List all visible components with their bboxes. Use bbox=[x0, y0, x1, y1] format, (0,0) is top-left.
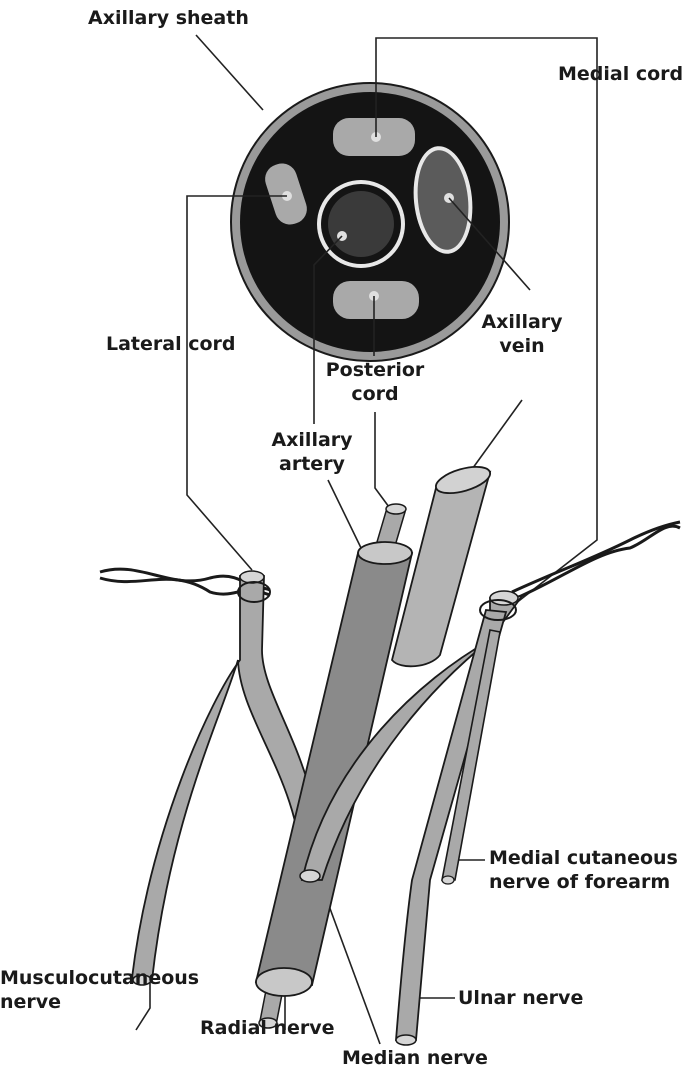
label-axillary-vein-line2: vein bbox=[472, 334, 572, 358]
label-medial-cutaneous-nerve: Medial cutaneous nerve of forearm bbox=[489, 846, 678, 894]
median-nerve-end bbox=[300, 870, 320, 882]
label-ulnar-nerve: Ulnar nerve bbox=[458, 986, 583, 1010]
label-medial-cutaneous-line2: nerve of forearm bbox=[489, 870, 678, 894]
label-posterior-cord: Posterior cord bbox=[320, 358, 430, 406]
sheath-cross-section bbox=[231, 83, 509, 361]
label-posterior-cord-line2: cord bbox=[320, 382, 430, 406]
ulnar-nerve-end bbox=[396, 1035, 416, 1045]
label-musculocutaneous-line1: Musculocutaneous bbox=[0, 966, 199, 990]
axillary-artery-bottom bbox=[256, 968, 312, 996]
vein-leader-bottom bbox=[470, 400, 522, 472]
axillary-artery-top bbox=[358, 542, 412, 564]
label-radial-nerve: Radial nerve bbox=[200, 1016, 335, 1040]
label-medial-cord: Medial cord bbox=[558, 62, 683, 86]
label-axillary-artery-line2: artery bbox=[262, 452, 362, 476]
medial-cord-end bbox=[490, 591, 518, 605]
medial-twist-strand-b bbox=[512, 526, 680, 600]
posterior-cord-end bbox=[386, 504, 406, 514]
label-axillary-vein: Axillary vein bbox=[472, 310, 572, 358]
label-median-nerve: Median nerve bbox=[342, 1046, 488, 1070]
label-axillary-vein-line1: Axillary bbox=[472, 310, 572, 334]
label-axillary-artery: Axillary artery bbox=[262, 428, 362, 476]
label-musculocutaneous-nerve: Musculocutaneous nerve bbox=[0, 966, 199, 1014]
sheath-leader bbox=[196, 35, 263, 110]
artery-leader-bottom bbox=[328, 480, 363, 552]
posterior-cord-leader-bottom bbox=[375, 412, 389, 507]
label-posterior-cord-line1: Posterior bbox=[320, 358, 430, 382]
label-musculocutaneous-line2: nerve bbox=[0, 990, 199, 1014]
label-axillary-sheath: Axillary sheath bbox=[88, 6, 249, 30]
axillary-artery-lumen bbox=[328, 191, 394, 257]
label-medial-cutaneous-line1: Medial cutaneous bbox=[489, 846, 678, 870]
label-axillary-artery-line1: Axillary bbox=[262, 428, 362, 452]
vessels-and-nerves bbox=[100, 462, 680, 1045]
medial-cutaneous-end bbox=[442, 876, 454, 884]
label-lateral-cord: Lateral cord bbox=[106, 332, 236, 356]
